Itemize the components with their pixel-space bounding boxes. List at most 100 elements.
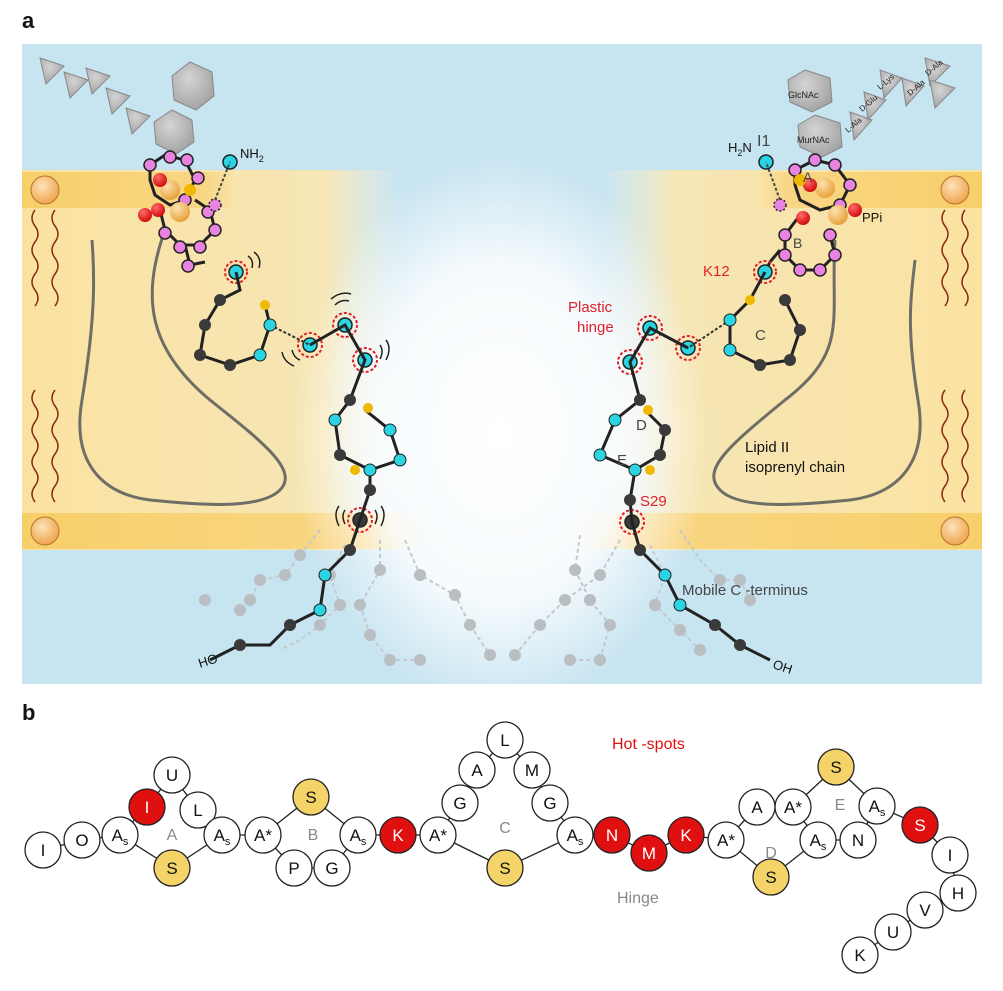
residue-7: S (153, 849, 191, 887)
residue-label: U (887, 923, 899, 942)
i1-label: I1 (757, 133, 770, 150)
residue-14: K (379, 816, 417, 854)
oh-label: OH (771, 657, 794, 677)
residue-circle (858, 787, 896, 825)
hinge-label: Hinge (617, 890, 659, 907)
residue-label: M (642, 844, 656, 863)
residue-label: A* (717, 831, 735, 850)
residue-33: N (839, 821, 877, 859)
residue-11: P (275, 849, 313, 887)
ring-e-label: E (617, 452, 627, 469)
residue-label: S (765, 868, 776, 887)
glcnac-label: GlcNAc (788, 90, 819, 100)
residue-label: M (525, 761, 539, 780)
residue-17: A (458, 751, 496, 789)
panel-a-illustration: NH2 HO (22, 44, 982, 700)
residue-circle (774, 788, 812, 826)
nh2-label-left: NH2 (240, 146, 264, 164)
ppi-label: PPi (862, 210, 882, 225)
residue-circle (292, 778, 330, 816)
residue-4: I (128, 788, 166, 826)
residue-circle (874, 913, 912, 951)
residue-3: As (101, 816, 139, 854)
nh2-bond-left (214, 161, 231, 201)
residue-label: S (499, 859, 510, 878)
residue-label: N (852, 831, 864, 850)
residue-label: S (830, 758, 841, 777)
plastic-hinge-label-2: hinge (577, 319, 614, 336)
residue-6: L (179, 791, 217, 829)
residue-circle (179, 791, 217, 829)
residue-circle (799, 821, 837, 859)
ring-atoms-left (138, 150, 238, 273)
residue-34: S (901, 806, 939, 844)
residue-circle (939, 874, 977, 912)
residue-24: M (630, 834, 668, 872)
residue-label: V (919, 901, 931, 920)
residue-circle (244, 816, 282, 854)
lipid-ii-label-2: isoprenyl chain (745, 459, 845, 476)
rings-cde-right (593, 271, 806, 662)
residue-circle (556, 816, 594, 854)
residue-label: S (305, 788, 316, 807)
residue-label: I (145, 798, 150, 817)
residue-31: As (799, 821, 837, 859)
hot-spots-label: Hot -spots (612, 736, 685, 753)
panel-a-label: a (22, 8, 35, 33)
ring-b-label: B (793, 235, 802, 251)
residue-label: O (75, 831, 88, 850)
residue-circle (419, 816, 457, 854)
residue-30: S (752, 858, 790, 896)
ring-label-b: B (308, 827, 319, 844)
residue-label: L (193, 801, 202, 820)
residue-32: As (858, 787, 896, 825)
residue-10: S (292, 778, 330, 816)
residue-circle (24, 831, 62, 869)
ring-a-label: A (803, 169, 813, 185)
residue-22: S (486, 849, 524, 887)
residue-circle (901, 806, 939, 844)
k12-label: K12 (703, 263, 730, 280)
residue-circle (313, 849, 351, 887)
residue-37: V (906, 891, 944, 929)
residue-circle (593, 816, 631, 854)
residue-circle (906, 891, 944, 929)
residue-label: A (751, 798, 763, 817)
residue-circle (513, 751, 551, 789)
ring-label-c: C (499, 820, 511, 837)
residue-circle (379, 816, 417, 854)
residue-circle (817, 748, 855, 786)
peptidoglycan-glyphs-right (787, 57, 956, 158)
murnac-label: MurNAc (797, 135, 830, 145)
residue-circle (275, 849, 313, 887)
residue-label: I (41, 841, 46, 860)
residue-27: S (817, 748, 855, 786)
residue-20: G (531, 784, 569, 822)
ring-c-label: C (755, 327, 766, 344)
residue-label: K (680, 826, 692, 845)
residue-2: O (63, 821, 101, 859)
residue-label: G (543, 794, 556, 813)
peptidoglycan-glyphs-left (39, 57, 215, 155)
residue-circle (153, 756, 191, 794)
lipid-ii-label-1: Lipid II (745, 439, 789, 456)
ring-c-left (194, 271, 407, 662)
mobile-tail-ghost-atoms (199, 549, 756, 666)
isoprenyl-chain-left (78, 229, 287, 506)
ho-label: HO (196, 651, 219, 671)
residue-8: As (203, 816, 241, 854)
residue-circle (101, 816, 139, 854)
residue-19: M (513, 751, 551, 789)
residue-18: L (486, 721, 524, 759)
residue-label: G (325, 859, 338, 878)
residue-circle (486, 721, 524, 759)
residue-25: K (667, 816, 705, 854)
residue-21: As (556, 816, 594, 854)
mobile-c-terminus-label: Mobile C -terminus (682, 582, 808, 599)
residue-label: S (914, 816, 925, 835)
residue-circle (752, 858, 790, 896)
residue-label: H (952, 884, 964, 903)
residue-circle (531, 784, 569, 822)
